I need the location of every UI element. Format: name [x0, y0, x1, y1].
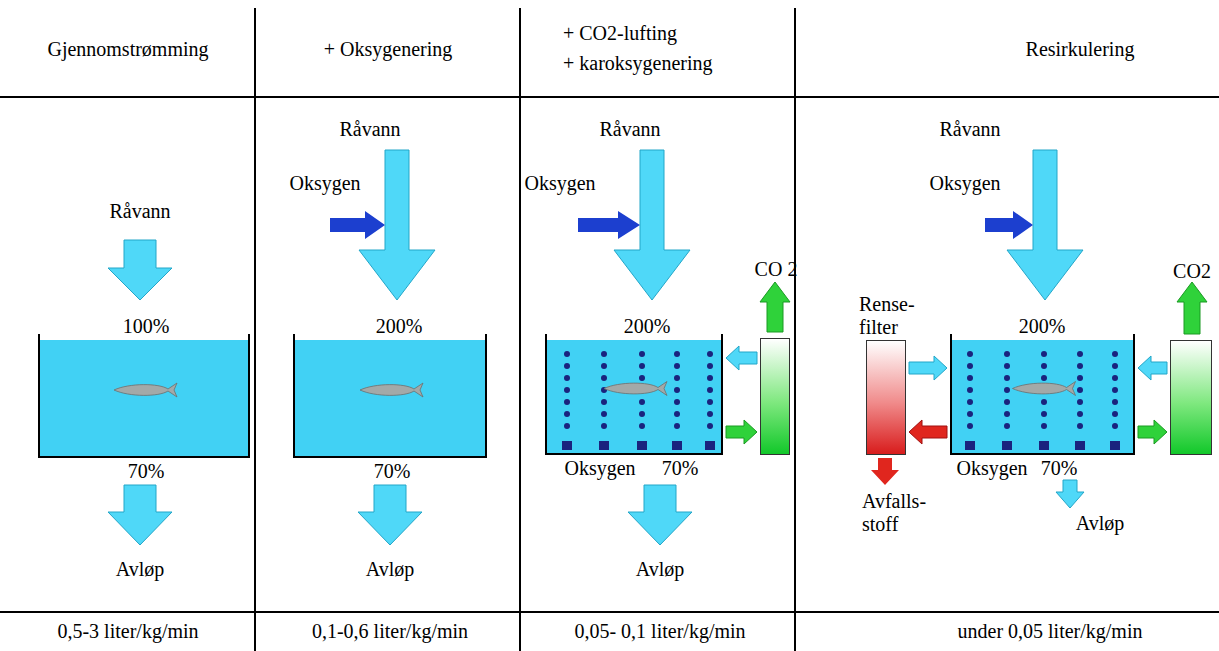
flow-rate: under 0,05 liter/kg/min: [958, 620, 1143, 643]
tank-illustration: [40, 340, 248, 456]
tank-rim: [485, 334, 487, 340]
column-heading: + CO2-lufting: [563, 22, 677, 45]
inflow-label: Råvann: [599, 118, 660, 141]
tank-rim: [293, 334, 295, 340]
percent-label: 200%: [624, 315, 671, 338]
co2-out-arrows: [760, 282, 1207, 334]
tank-rim: [545, 334, 547, 340]
flow-rate: 0,1-0,6 liter/kg/min: [312, 620, 468, 643]
unit-label: Rense-filter: [859, 293, 921, 339]
unit-label: CO2: [1173, 260, 1211, 283]
tank-rim: [721, 334, 723, 340]
outflow-label: Avløp: [116, 558, 165, 581]
column-heading: + karoksygenering: [563, 52, 713, 75]
inflow-label: Råvann: [939, 118, 1000, 141]
column-heading: + Oksygenering: [324, 38, 452, 61]
flow-arrow: [1138, 420, 1167, 444]
tank-illustration: [952, 340, 1133, 453]
waste-arrow: [871, 458, 899, 485]
tank-rim: [248, 334, 250, 340]
percent-label: 70%: [128, 460, 165, 483]
column-heading: Gjennomstrømming: [47, 38, 208, 61]
percent-label: 70%: [1041, 457, 1078, 480]
co2-stripper: CO2: [1170, 340, 1212, 455]
outflow-label: Avløp: [1076, 512, 1125, 535]
tank-illustration: [547, 340, 721, 453]
outflow-label: Avløp: [636, 558, 685, 581]
oxygen-label: Oksygen: [289, 172, 360, 195]
co2-stripper: CO 2: [760, 338, 790, 455]
tank-rim: [38, 334, 40, 340]
table-grid: [0, 8, 1219, 651]
flow-arrow: [909, 420, 947, 444]
flow-arrow: [1138, 356, 1167, 380]
percent-label: 100%: [123, 315, 170, 338]
fish-tank: 100%70%: [38, 340, 250, 458]
flow-rate: 0,5-3 liter/kg/min: [57, 620, 198, 643]
fish-tank: 200%70%: [293, 340, 487, 458]
oxygen-label: Oksygen: [524, 172, 595, 195]
tank-illustration: [295, 340, 485, 456]
tank-rim: [1133, 334, 1135, 340]
oxygen-label: Oksygen: [564, 457, 635, 480]
oxygen-label: Oksygen: [956, 457, 1027, 480]
flow-rate: 0,05- 0,1 liter/kg/min: [574, 620, 745, 643]
fish-tank: 200%70%: [950, 340, 1135, 455]
outflow-label: Avløp: [366, 558, 415, 581]
unit-label: CO 2: [755, 258, 798, 281]
percent-label: 70%: [662, 457, 699, 480]
flow-arrow: [726, 420, 757, 444]
inflow-label: Råvann: [109, 200, 170, 223]
tank-rim: [950, 334, 952, 340]
waste-label: Avfalls-stoff: [862, 490, 944, 536]
percent-label: 70%: [374, 460, 411, 483]
percent-label: 200%: [1019, 315, 1066, 338]
fish-tank: 200%70%: [545, 340, 723, 455]
oxygen-label: Oksygen: [929, 172, 1000, 195]
filter-box: Rense-filter: [866, 340, 906, 455]
flow-arrow: [909, 356, 947, 380]
column-heading: Resirkulering: [1026, 38, 1135, 61]
inflow-label: Råvann: [339, 118, 400, 141]
water-arrows: [108, 150, 1084, 545]
oxygen-arrows: [330, 211, 1033, 239]
flow-arrow: [726, 346, 757, 370]
percent-label: 200%: [376, 315, 423, 338]
